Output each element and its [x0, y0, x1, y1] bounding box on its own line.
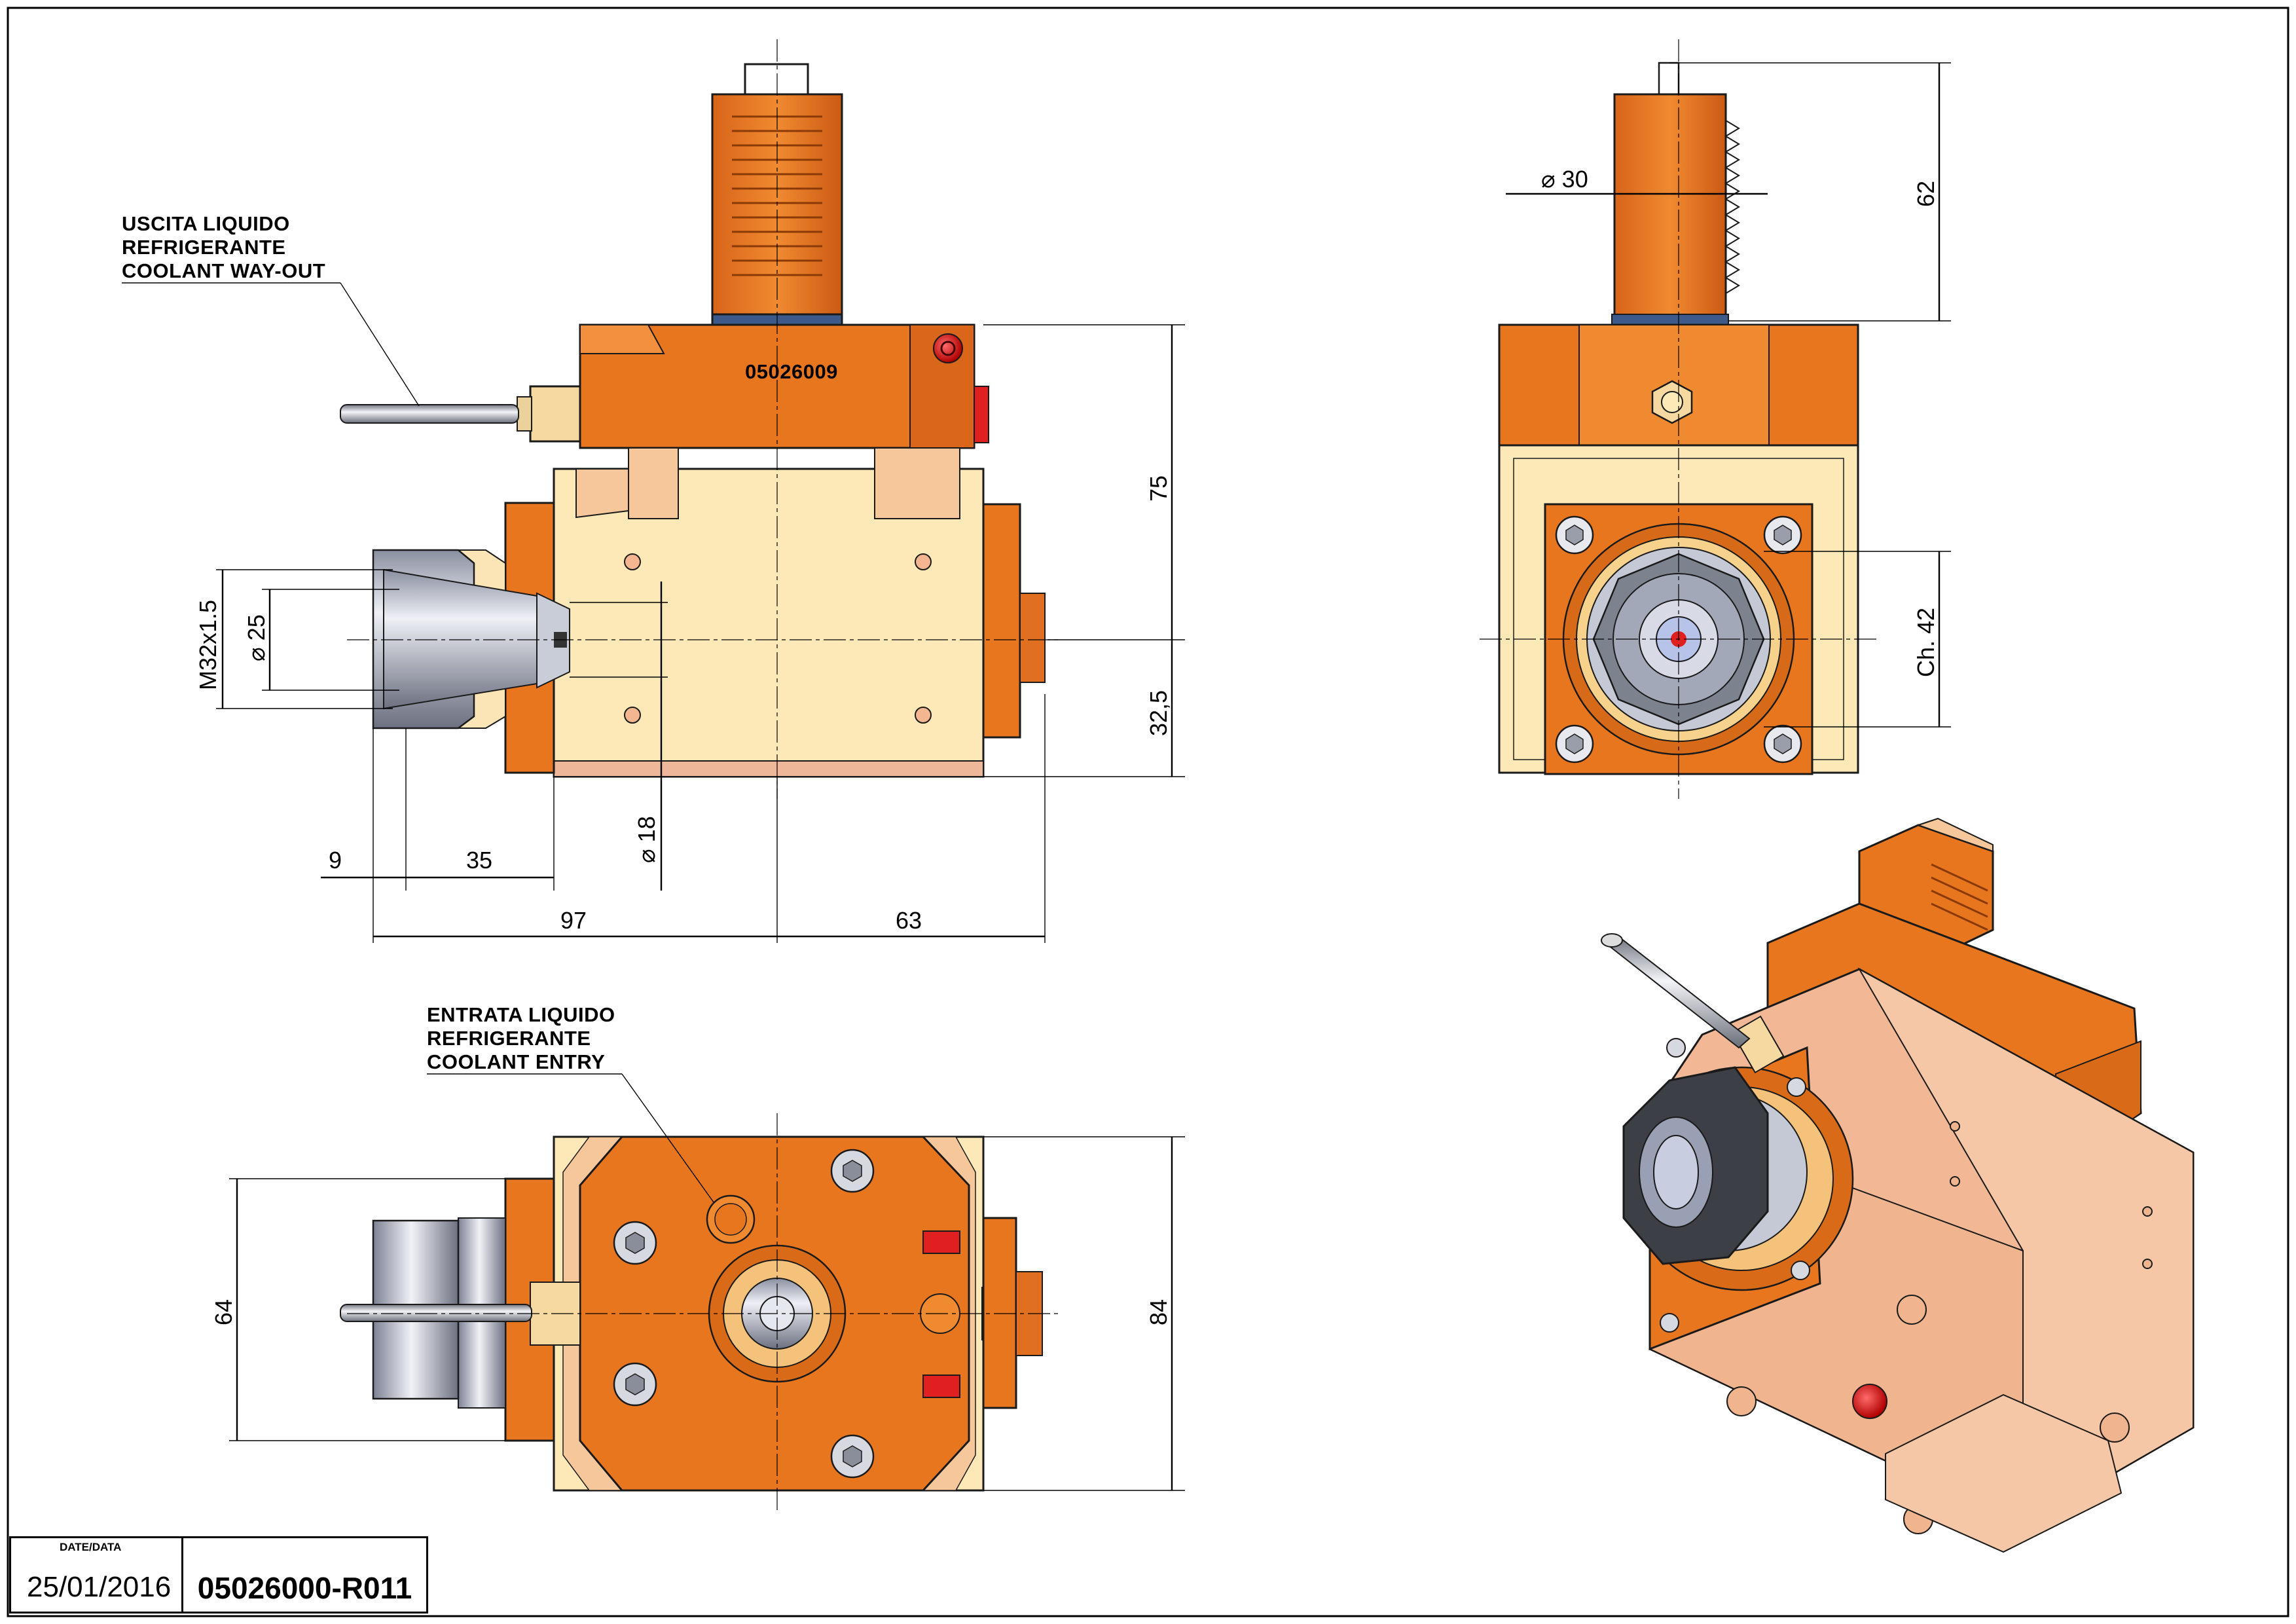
dim-shank-dia-30: ⌀ 30: [1541, 166, 1588, 193]
coolant-in-callout: ENTRATA LIQUIDO REFRIGERANTE COOLANT ENT…: [427, 1003, 714, 1203]
bottom-view: [340, 1113, 1061, 1513]
dim-height-32-5: 32,5: [1145, 690, 1172, 736]
front-view: 05026009: [340, 39, 1061, 799]
front-right-flange: [982, 503, 1046, 739]
title-block-date-cell: DATE/DATA 25/01/2016: [11, 1538, 183, 1612]
coolant-out-callout: USCITA LIQUIDO REFRIGERANTE COOLANT WAY-…: [122, 212, 420, 407]
sheet-border: [7, 7, 2289, 1617]
dim-len-35: 35: [466, 847, 492, 874]
side-view: [1480, 39, 1879, 799]
dim-width-64: 64: [210, 1299, 237, 1325]
side-dimensions: 62 ⌀ 30 Ch. 42: [1506, 62, 1951, 728]
bottom-dimensions: 64 84: [210, 1136, 1185, 1491]
front-collet-assembly: [372, 502, 570, 774]
front-dimensions: 75 32,5 M32x1.5 ⌀ 25 ⌀ 18 9 35 97 63: [194, 324, 1185, 943]
part-marking: 05026009: [745, 360, 838, 383]
date-label: DATE/DATA: [60, 1541, 122, 1553]
dim-shank-62: 62: [1912, 181, 1939, 207]
dim-width-84: 84: [1145, 1299, 1172, 1325]
coolant-out-label-en: COOLANT WAY-OUT: [122, 259, 325, 282]
front-main-body: [553, 447, 985, 778]
coolant-in-label-en: COOLANT ENTRY: [427, 1050, 605, 1073]
dim-height-75: 75: [1145, 475, 1172, 502]
drawing-code: 05026000-R011: [197, 1571, 412, 1605]
dim-len-97: 97: [560, 907, 587, 934]
dim-shaft-18: ⌀ 18: [633, 816, 660, 863]
date-value: 25/01/2016: [27, 1571, 172, 1603]
coolant-out-label-it2: REFRIGERANTE: [122, 236, 286, 259]
front-coolant-nipple: [340, 385, 581, 443]
isometric-view: [1601, 817, 2195, 1553]
dim-len-9: 9: [329, 847, 342, 874]
dim-thread-m32: M32x1.5: [194, 600, 221, 690]
coolant-out-label-it: USCITA LIQUIDO: [122, 212, 290, 235]
title-block: DATE/DATA 25/01/2016 05026000-R011: [9, 1536, 428, 1614]
dim-bore-25: ⌀ 25: [243, 614, 270, 661]
dim-len-63: 63: [896, 907, 922, 934]
coolant-in-label-it: ENTRATA LIQUIDO: [427, 1003, 615, 1026]
front-upper-housing: [579, 323, 989, 449]
dim-hex-42: Ch. 42: [1912, 608, 1939, 677]
coolant-in-label-it2: REFRIGERANTE: [427, 1027, 591, 1050]
